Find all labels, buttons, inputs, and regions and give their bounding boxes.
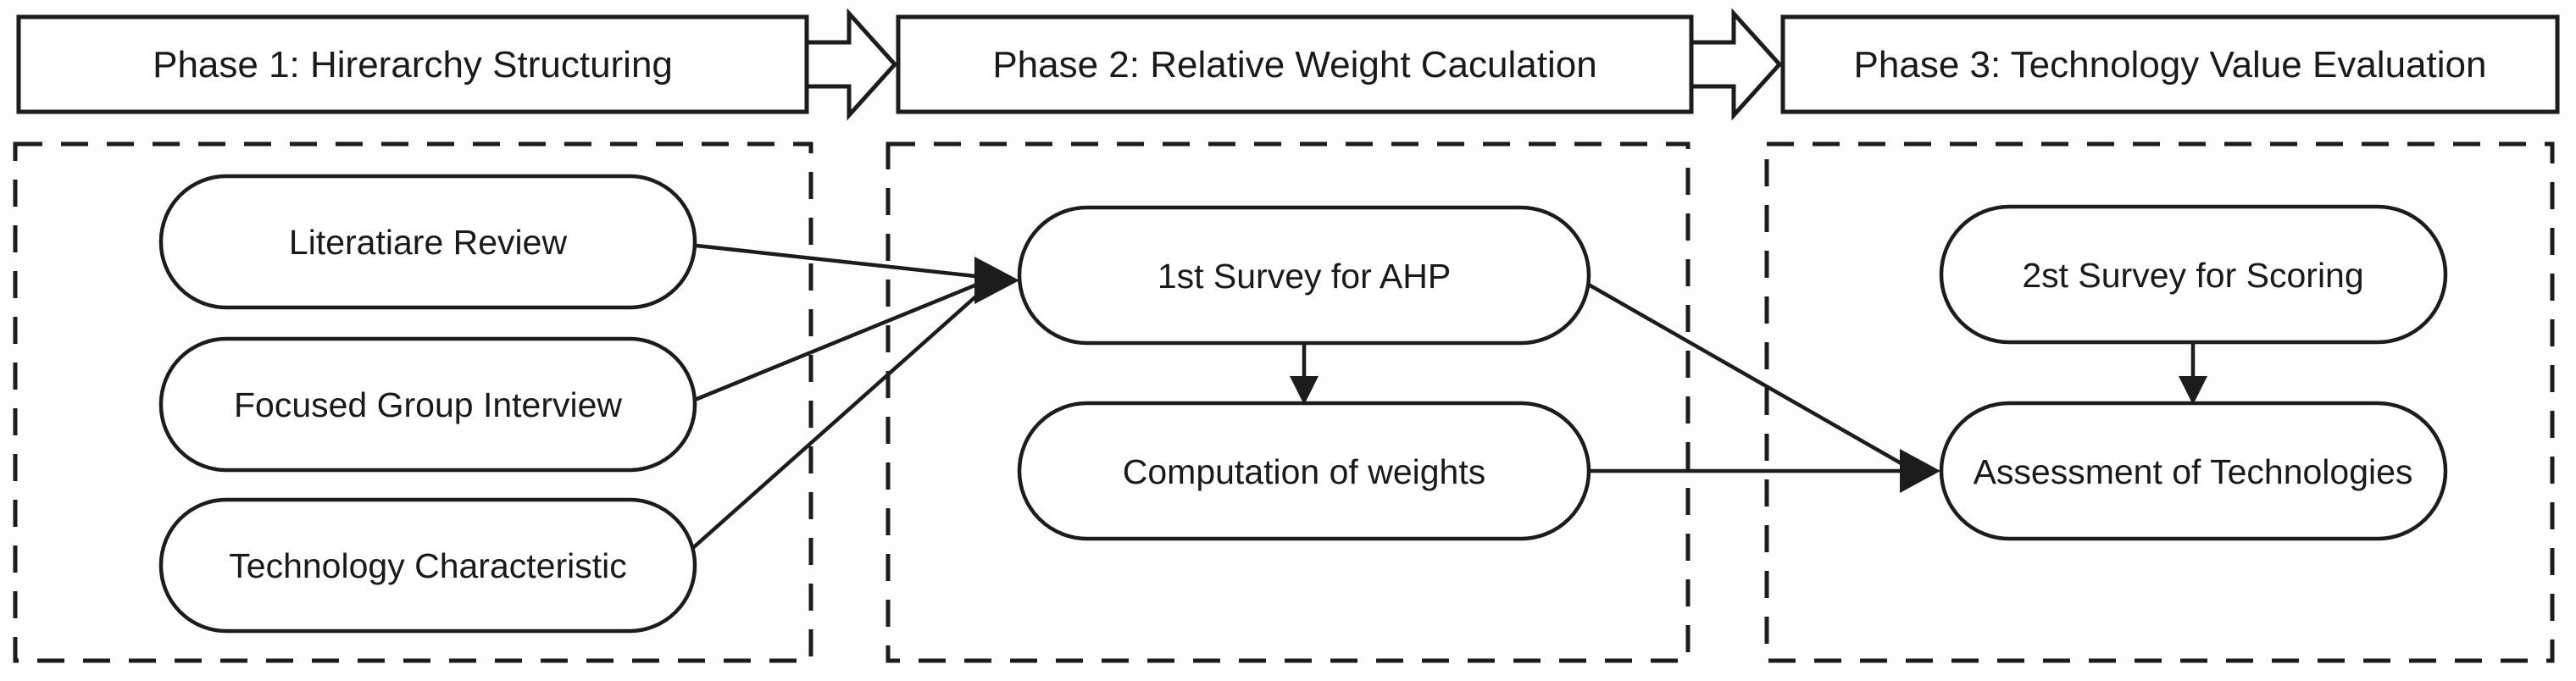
node-literature-review: Literatiare Review [158, 174, 697, 310]
node-first-survey-ahp-label: 1st Survey for AHP [1158, 257, 1451, 296]
node-first-survey-ahp-shape [1017, 205, 1591, 346]
connectors [686, 243, 2207, 554]
node-second-survey-scoring: 2st Survey for Scoring [1939, 204, 2448, 345]
node-assessment-of-technologies-shape [1939, 401, 2448, 541]
phase1-container [13, 141, 813, 663]
phase2-container [886, 141, 1690, 663]
arrowhead-survey2-into-assessment-icon [2179, 376, 2207, 405]
phase3-header-box [1780, 14, 2560, 114]
arrowhead-into-computation-icon [1290, 376, 1319, 405]
node-first-survey-ahp: 1st Survey for AHP [1017, 205, 1591, 346]
arrowhead-into-assessment-icon [1900, 449, 1940, 493]
node-assessment-of-technologies-label: Assessment of Technologies [1974, 452, 2413, 491]
connector-tech-characteristic-to-survey1 [686, 285, 988, 554]
connector-literature-review-to-survey1 [696, 243, 984, 280]
node-technology-characteristic-label: Technology Characteristic [229, 546, 626, 585]
node-focused-group-interview-shape [158, 336, 697, 473]
node-second-survey-scoring-shape [1939, 204, 2448, 345]
node-focused-group-interview: Focused Group Interview [158, 336, 697, 473]
phase1-header-title: Phase 1: Hirerarchy Structuring [153, 44, 673, 86]
node-second-survey-scoring-label: 2st Survey for Scoring [2022, 256, 2363, 295]
phase1-header-box [16, 14, 809, 114]
phase2-header: Phase 2: Relative Weight Caculation [896, 14, 1694, 114]
node-computation-of-weights: Computation of weights [1017, 401, 1591, 541]
node-literature-review-label: Literatiare Review [289, 223, 568, 262]
phase3-header-title: Phase 3: Technology Value Evaluation [1854, 44, 2487, 86]
phase3-header: Phase 3: Technology Value Evaluation [1780, 14, 2560, 114]
node-literature-review-shape [158, 174, 697, 310]
connector-focused-group-to-survey1 [694, 280, 984, 402]
node-technology-characteristic-shape [158, 497, 697, 634]
node-focused-group-interview-label: Focused Group Interview [234, 385, 622, 424]
phase2-to-phase3-block-arrow-icon [1689, 8, 1783, 121]
arrowhead-into-survey1-icon [974, 257, 1019, 304]
node-assessment-of-technologies: Assessment of Technologies [1939, 401, 2448, 541]
node-computation-of-weights-shape [1017, 401, 1591, 541]
phase2-header-box [896, 14, 1694, 114]
phase2-header-title: Phase 2: Relative Weight Caculation [992, 44, 1596, 86]
phase1-header: Phase 1: Hirerarchy Structuring [16, 14, 809, 114]
node-technology-characteristic: Technology Characteristic [158, 497, 697, 634]
connector-survey1-to-assessment [1585, 282, 1906, 467]
phase3-container [1764, 141, 2555, 663]
node-computation-of-weights-label: Computation of weights [1123, 452, 1485, 491]
phase1-to-phase2-block-arrow-icon [804, 8, 898, 121]
